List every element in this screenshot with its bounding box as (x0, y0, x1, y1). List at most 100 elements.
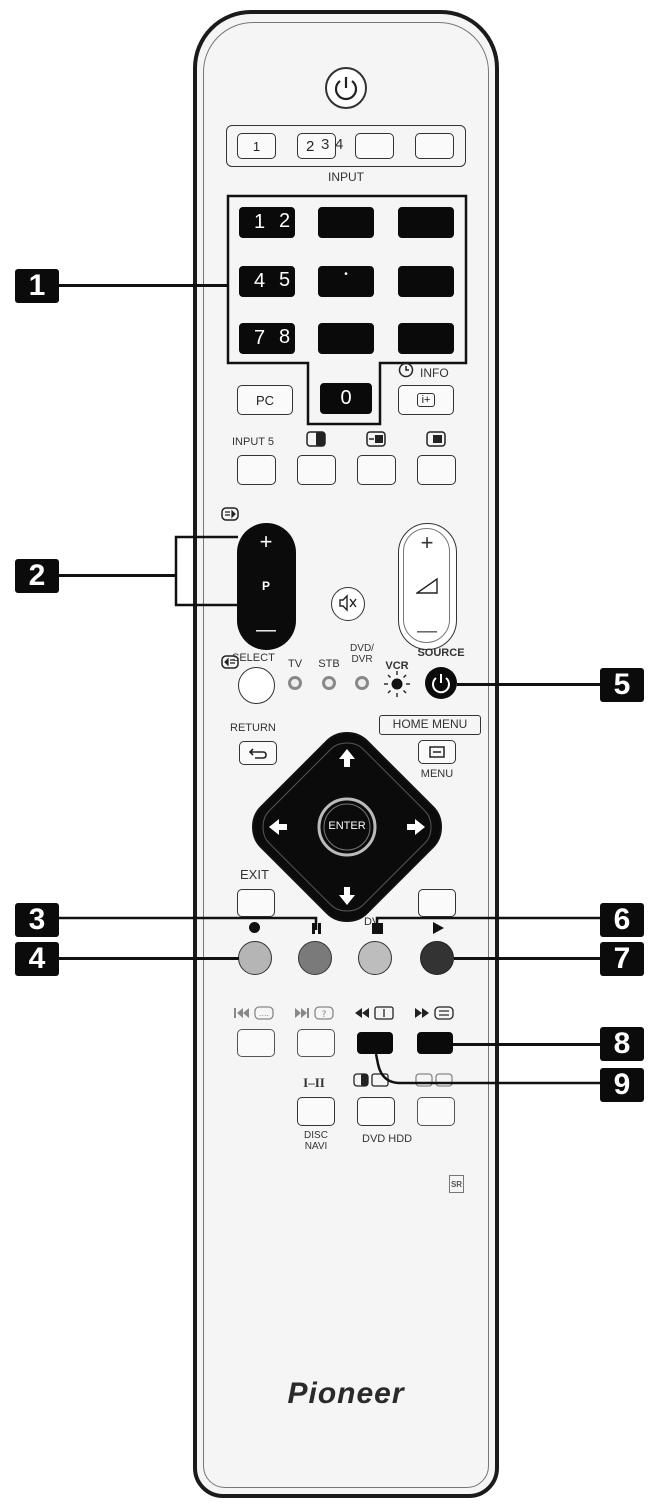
mute-button[interactable] (331, 587, 365, 621)
remote-inner-outline (203, 22, 489, 1488)
callout-5-line (457, 683, 600, 686)
callout-3-line (59, 916, 318, 930)
exit-button[interactable] (237, 889, 275, 917)
split-screen-button[interactable] (297, 455, 336, 485)
yellow-button[interactable] (358, 941, 392, 975)
stop-icon (372, 923, 383, 934)
skip-next-icon: ? (295, 1006, 334, 1020)
pc-button[interactable]: PC (237, 385, 293, 415)
numpad-key-3[interactable] (398, 207, 454, 238)
callout-6-line (375, 916, 600, 926)
pioneer-logo: Pioneer (287, 1377, 405, 1410)
disc-label: DISC (304, 1130, 328, 1141)
numpad-key-9[interactable] (398, 323, 454, 354)
blue-button[interactable] (420, 941, 454, 975)
input-1-button[interactable]: 1 (237, 133, 276, 159)
numpad-key-6[interactable] (398, 266, 454, 297)
numpad-key-1[interactable]: 1 (239, 207, 295, 238)
numpad-key-7-label: 7 (254, 327, 266, 349)
source-power-button[interactable] (425, 667, 457, 699)
down-arrow-icon[interactable] (339, 887, 355, 905)
input-4-label: 4 (335, 136, 344, 153)
numpad-key-4[interactable]: 4 (239, 266, 295, 297)
numpad-key-0[interactable]: 0 (320, 383, 372, 414)
callout-8-line (453, 1043, 600, 1046)
numpad-key-5-label: 5 (279, 269, 291, 291)
select-button[interactable] (238, 667, 275, 704)
channel-plus-label: + (259, 529, 273, 554)
freeze-icon (426, 431, 446, 447)
power-icon (334, 77, 358, 101)
volume-rocker[interactable]: + — (398, 523, 457, 650)
channel-p-label: P (261, 579, 271, 593)
home-menu-button[interactable] (418, 740, 456, 764)
input-label: INPUT (328, 170, 364, 184)
info-button[interactable]: i+ (398, 385, 454, 415)
tv-indicator (288, 676, 302, 690)
skip-prev-button[interactable] (237, 1029, 275, 1057)
volume-minus-label: — (417, 620, 437, 642)
vcr-label: VCR (385, 660, 409, 672)
channel-minus-label: — (256, 619, 276, 641)
numpad-key-5[interactable]: • (318, 266, 374, 297)
callout-1: 1 (15, 269, 59, 303)
callout-5: 5 (600, 668, 644, 702)
info-icon: i+ (416, 393, 436, 407)
picture-swap-button[interactable] (357, 455, 396, 485)
callout-7: 7 (600, 942, 644, 976)
numpad-key-4-label: 4 (254, 270, 266, 292)
numpad-key-1-label: 1 (254, 211, 266, 233)
input5-label: INPUT 5 (232, 436, 274, 448)
play-icon (433, 922, 444, 934)
svg-text:?: ? (322, 1010, 327, 1020)
left-arrow-icon[interactable] (269, 819, 287, 835)
fast-forward-button[interactable] (417, 1032, 453, 1054)
freeze-button[interactable] (417, 455, 456, 485)
stb-label: STB (318, 658, 340, 670)
callout-4: 4 (15, 942, 59, 976)
dvd-label-line2: DVR (351, 654, 373, 665)
input-3-button[interactable] (355, 133, 394, 159)
green-button[interactable] (238, 941, 272, 975)
dvd-label-line1: DVD/ (350, 643, 374, 654)
numpad-key-8[interactable] (318, 323, 374, 354)
return-label: RETURN (230, 722, 276, 734)
callout-9-line (374, 1053, 600, 1085)
callout-6: 6 (600, 903, 644, 937)
return-button[interactable] (239, 741, 277, 765)
tv-label: TV (287, 658, 303, 670)
dvd-label: DVD/ DVR (350, 643, 374, 665)
source-power-icon (432, 674, 450, 694)
channel-rocker[interactable]: + P — (237, 523, 296, 650)
input-4-button[interactable] (415, 133, 454, 159)
enter-label: ENTER (328, 820, 366, 832)
callout-3: 3 (15, 903, 59, 937)
numpad-key-2[interactable] (318, 207, 374, 238)
numpad-key-7[interactable]: 7 (239, 323, 295, 354)
blank-right-button[interactable] (418, 889, 456, 917)
pause-icon (312, 923, 322, 934)
red-button[interactable] (298, 941, 332, 975)
callout-2-line (59, 574, 176, 577)
rewind-button[interactable] (357, 1032, 393, 1054)
channel-up-icon (221, 507, 239, 521)
up-arrow-icon[interactable] (339, 749, 355, 767)
dvd-hdd-button-2[interactable] (417, 1097, 455, 1126)
input-row-frame (226, 125, 466, 167)
dual-audio-button[interactable] (297, 1097, 335, 1126)
dvd-hdd-label: DVD HDD (362, 1133, 413, 1145)
dual-audio-label: I–II (303, 1075, 325, 1090)
input5-button[interactable] (237, 455, 276, 485)
numpad-key-2-label: 2 (279, 210, 291, 232)
skip-next-button[interactable] (297, 1029, 335, 1057)
picture-swap-icon (366, 431, 386, 447)
numpad-frame (226, 194, 468, 426)
stb-indicator (322, 676, 336, 690)
right-arrow-icon[interactable] (407, 819, 425, 835)
dpad[interactable] (247, 727, 447, 927)
input-2-button[interactable]: 2 (297, 133, 336, 159)
power-button[interactable] (325, 67, 367, 109)
input-3-label: 3 (321, 136, 330, 153)
select-label: SELECT (232, 652, 275, 664)
dvd-hdd-button-1[interactable] (357, 1097, 395, 1126)
